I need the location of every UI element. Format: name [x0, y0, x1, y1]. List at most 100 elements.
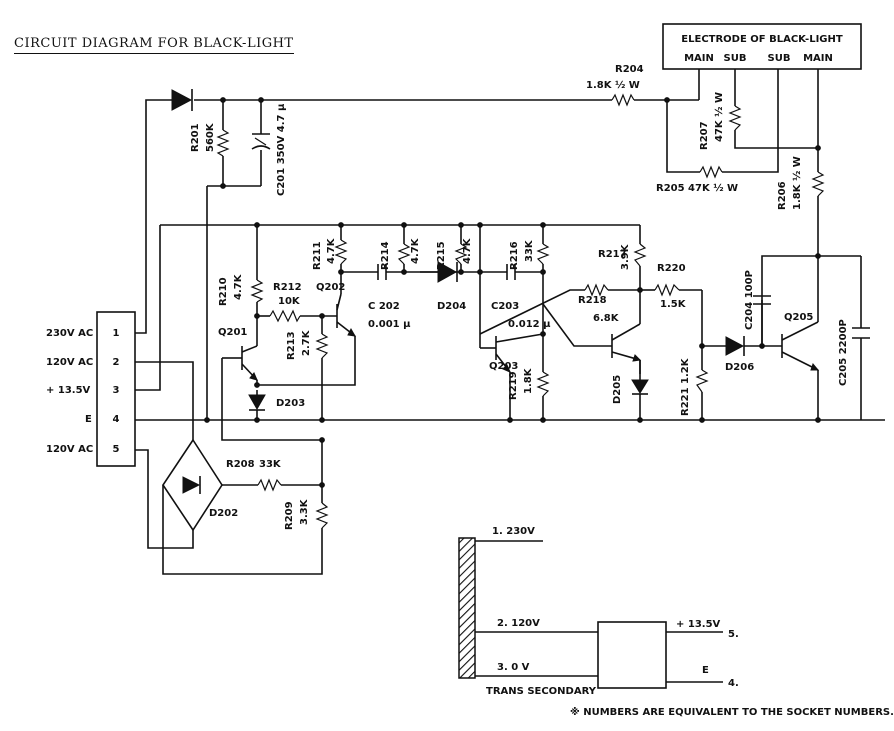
- value-r215: 4.7K: [462, 237, 473, 264]
- value-r206: 1.8K ½ W: [792, 156, 803, 210]
- r218-symbol: [584, 283, 609, 297]
- label-r205: R205 47K ½ W: [656, 183, 738, 194]
- label-r212: R212: [273, 282, 302, 293]
- value-r207: 47K ½ W: [714, 92, 725, 142]
- label-c205: C205 2200P: [838, 319, 849, 386]
- electrode-pin-sub-right: SUB: [768, 53, 791, 64]
- footnote: ※ NUMBERS ARE EQUIVALENT TO THE SOCKET N…: [570, 706, 894, 718]
- r215-symbol: [454, 243, 468, 265]
- label-r215: R215: [436, 241, 447, 270]
- socket-pin-2: 2: [113, 357, 120, 368]
- r206-symbol: [811, 171, 825, 197]
- label-q205: Q205: [784, 312, 813, 323]
- value-r212: 10K: [278, 296, 301, 307]
- d202-bridge-symbol: [162, 438, 223, 532]
- r214-symbol: [397, 243, 411, 265]
- symbols: [162, 89, 870, 532]
- r207-symbol: [728, 105, 742, 131]
- value-r219: 1.8K: [523, 367, 534, 394]
- trans-secondary-label: TRANS SECONDARY: [486, 686, 597, 697]
- transformer-secondary: 1. 230V 2. 120V 3. 0 V TRANS SECONDARY +…: [458, 526, 739, 697]
- electrode-block: ELECTRODE OF BLACK-LIGHT MAIN SUB SUB MA…: [662, 23, 862, 70]
- component-labels: R201 560K C201 350V 4.7 μ R204 1.8K ½ W …: [190, 64, 849, 530]
- output-13v-label: + 13.5V: [676, 619, 721, 630]
- tap-0v: 3. 0 V: [497, 662, 530, 673]
- r213-symbol: [315, 333, 329, 359]
- output-13v-number: 5.: [728, 629, 739, 640]
- label-r211: R211: [312, 241, 323, 270]
- r201-symbol: [216, 129, 230, 157]
- diode-top-symbol: [171, 89, 193, 111]
- value-r204: 1.8K ½ W: [586, 80, 640, 91]
- value-r218: 6.8K: [593, 313, 620, 324]
- d203-symbol: [248, 394, 266, 411]
- r220-symbol: [654, 283, 680, 297]
- label-r216: R216: [509, 241, 520, 270]
- label-c201: C201 350V 4.7 μ: [276, 103, 287, 196]
- value-r211: 4.7K: [326, 237, 337, 264]
- socket-pin-5: 5: [113, 444, 120, 455]
- value-r213: 2.7K: [301, 329, 312, 356]
- value-r209: 3.3K: [299, 498, 310, 525]
- value-r217: 3.9K: [620, 243, 631, 270]
- q201-symbol: [221, 345, 258, 395]
- d205-symbol: [631, 379, 649, 394]
- label-r214: R214: [380, 241, 391, 270]
- r208-symbol: [257, 478, 282, 492]
- socket-label-e: E: [85, 414, 92, 425]
- r221-symbol: [695, 369, 709, 393]
- tap-120v: 2. 120V: [497, 618, 540, 629]
- value-r201: 560K: [205, 122, 216, 152]
- diagram-title: CIRCUIT DIAGRAM FOR BLACK-LIGHT: [14, 36, 294, 54]
- label-r201: R201: [190, 123, 201, 152]
- label-q202: Q202: [316, 282, 345, 293]
- label-r213: R213: [286, 331, 297, 360]
- value-c202: 0.001 μ: [368, 319, 411, 330]
- junction-dots: [204, 97, 821, 488]
- electrode-pin-sub-left: SUB: [724, 53, 747, 64]
- r212-symbol: [269, 309, 301, 323]
- label-r217: R217: [598, 249, 627, 260]
- r209-symbol: [315, 502, 329, 529]
- electrode-pin-main-left: MAIN: [684, 53, 714, 64]
- electrode-pin-main-right: MAIN: [803, 53, 833, 64]
- value-r208: 33K: [259, 459, 282, 470]
- label-r210: R210: [218, 277, 229, 306]
- label-r220: R220: [657, 263, 686, 274]
- label-d204: D204: [437, 301, 466, 312]
- label-d202: D202: [209, 508, 238, 519]
- label-c203: C203: [491, 301, 519, 312]
- regulator-block: [597, 621, 667, 689]
- label-r208: R208: [226, 459, 255, 470]
- d206-symbol: [725, 336, 745, 356]
- label-r209: R209: [284, 501, 295, 530]
- socket-label-120v-b: 120V AC: [46, 444, 93, 455]
- label-q203: Q203: [489, 361, 518, 372]
- value-r220: 1.5K: [660, 299, 687, 310]
- socket-label-230v: 230V AC: [46, 328, 93, 339]
- output-e-number: 4.: [728, 678, 739, 689]
- q203-symbol: [495, 333, 544, 420]
- output-e-label: E: [702, 665, 709, 676]
- value-c203: 0.012 μ: [508, 319, 551, 330]
- socket-pin-3: 3: [113, 385, 120, 396]
- label-d205: D205: [612, 375, 623, 404]
- label-q201: Q201: [218, 327, 247, 338]
- r219-symbol: [536, 371, 550, 397]
- label-d206: D206: [725, 362, 754, 373]
- q202-symbol: [336, 293, 356, 337]
- value-r214: 4.7K: [410, 237, 421, 264]
- label-c202: C 202: [368, 301, 400, 312]
- r210-symbol: [250, 279, 264, 303]
- r217-symbol: [633, 243, 647, 267]
- electrode-header: ELECTRODE OF BLACK-LIGHT: [681, 34, 843, 45]
- value-r216: 33K: [524, 239, 535, 262]
- socket-pin-1: 1: [113, 328, 120, 339]
- socket-connector: 1 2 3 4 5 230V AC 120V AC + 13.5V E 120V…: [46, 311, 136, 467]
- label-r206: R206: [777, 181, 788, 210]
- r216-symbol: [536, 243, 550, 265]
- label-r207: R207: [699, 121, 710, 150]
- value-r210: 4.7K: [233, 273, 244, 300]
- label-r219: R219: [508, 371, 519, 400]
